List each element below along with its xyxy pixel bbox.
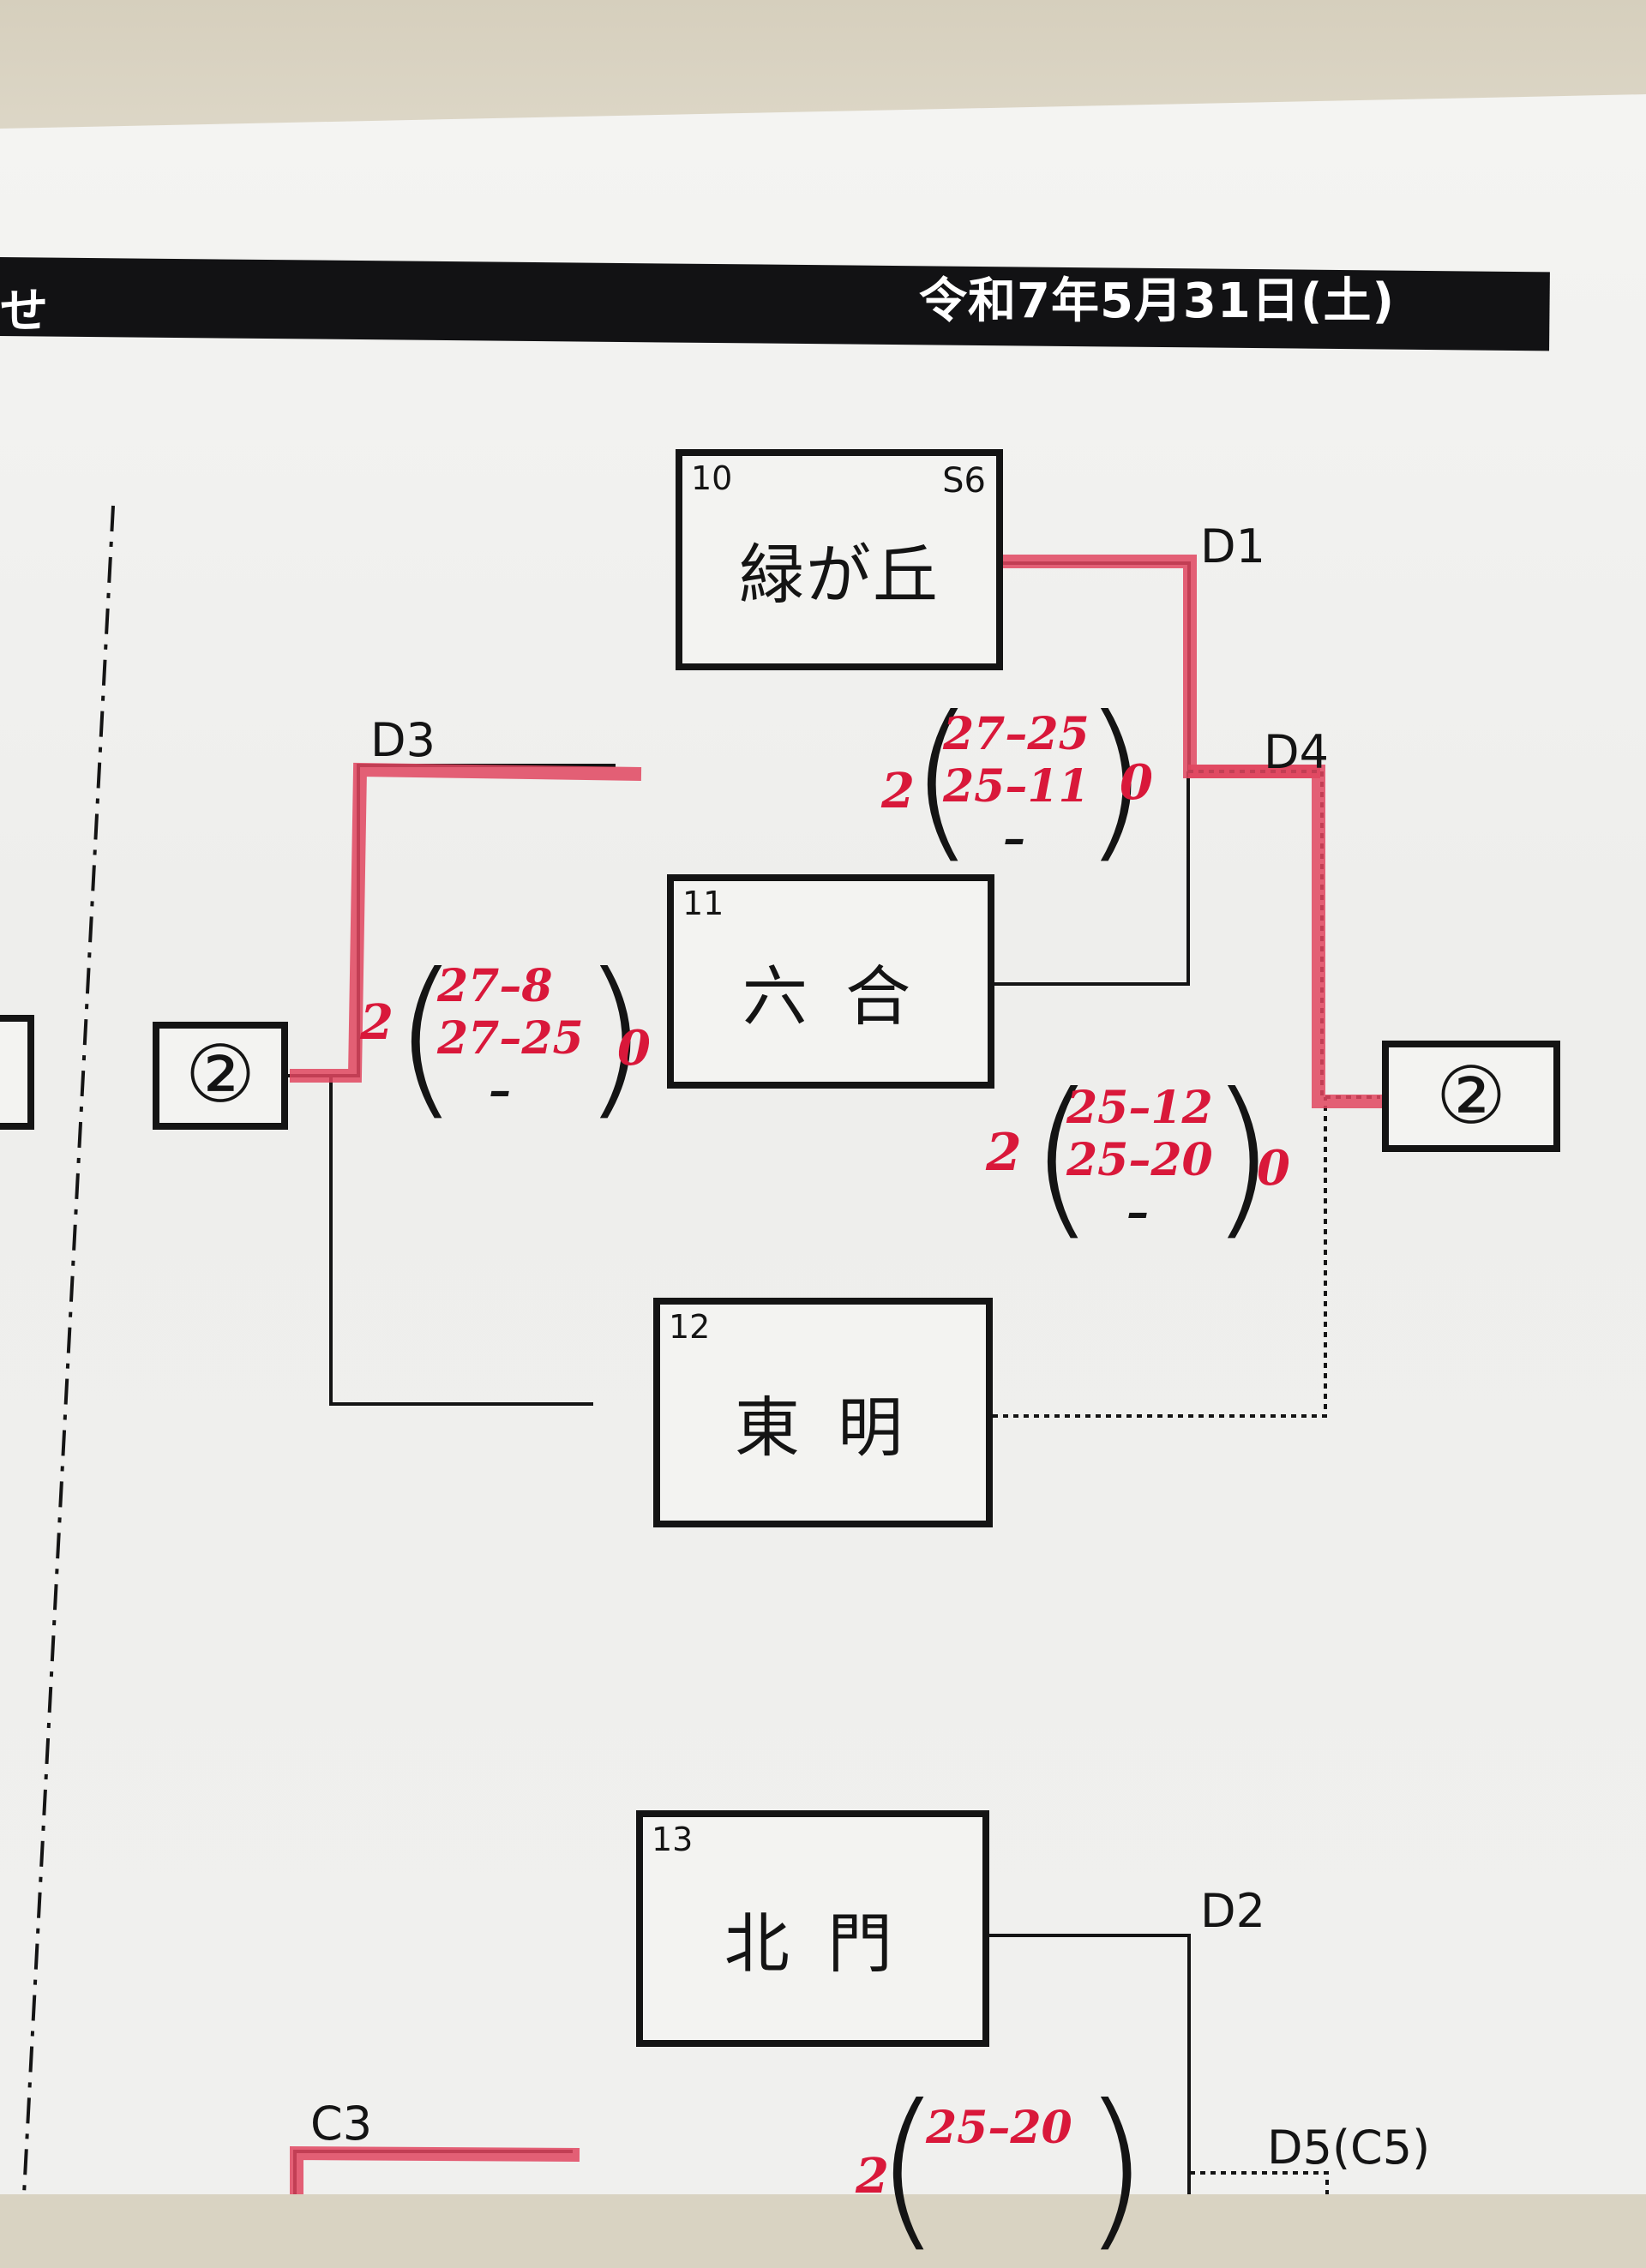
match-label-d3: D3	[370, 713, 436, 767]
d4-set1: 25–12	[1066, 1082, 1213, 1134]
d4-line-bottom	[993, 1097, 1327, 1418]
team-box-10: 10 S6 緑が丘	[676, 449, 1003, 670]
team-name: 緑が丘	[739, 537, 940, 613]
team-name: 東 明	[734, 1389, 912, 1466]
seed-box-right: ②	[1382, 1041, 1560, 1152]
d5-set1: 25–20	[926, 2102, 1072, 2154]
d4-paren-right: )	[1209, 1057, 1277, 1257]
team-number: 12	[669, 1308, 711, 1346]
team-number: 10	[691, 459, 733, 497]
d2-line	[986, 1934, 1191, 2194]
team-number: 11	[682, 885, 724, 922]
match-label-d1: D1	[1200, 519, 1265, 573]
c3-winner-marker	[290, 2145, 580, 2194]
d3-sets-lost: 0	[617, 1020, 651, 1077]
d5-line	[1190, 2171, 1329, 2194]
left-divider-line	[22, 505, 115, 2194]
d4-winner-marker	[1188, 765, 1393, 1108]
d3-paren-left: (	[393, 937, 460, 1137]
d4-sets-lost: 0	[1257, 1140, 1290, 1197]
d1-paren-left: (	[909, 680, 976, 879]
team-code: S6	[942, 461, 986, 501]
team-box-11: 11 六 合	[667, 874, 994, 1089]
d4-set2: 25–20	[1066, 1134, 1213, 1186]
team-name: 北 門	[724, 1905, 902, 1982]
d1-set2: 25–11	[943, 760, 1090, 813]
d3-winner-marker	[290, 762, 642, 1083]
d4-paren-left: (	[1029, 1057, 1096, 1257]
d3-set2: 27–25	[437, 1012, 584, 1065]
d5-sets-won: 2	[856, 2148, 889, 2205]
d1-line-bottom	[994, 771, 1190, 986]
match-label-d4: D4	[1264, 725, 1329, 779]
d1-score-block: 27–25 25–11 –	[943, 708, 1090, 865]
team-box-13: 13 北 門	[636, 1810, 989, 2047]
seed-right: ②	[1435, 1050, 1507, 1142]
d4-sets-won: 2	[986, 1123, 1022, 1183]
header-date: 令和7年5月31日(土)	[919, 273, 1396, 329]
d3-set3: –	[489, 1065, 511, 1117]
d3-set1: 27–8	[437, 960, 553, 1012]
d3-score-block: 27–8 27–25 –	[437, 960, 584, 1117]
seed-left: ②	[184, 1029, 256, 1120]
team-name: 六 合	[742, 958, 920, 1035]
d1-paren-right: )	[1082, 680, 1150, 879]
d1-sets-won: 2	[881, 763, 915, 819]
team-number: 13	[652, 1821, 694, 1858]
header-left-text: せ	[0, 284, 48, 339]
left-partial-box	[0, 1015, 34, 1130]
d4-score-block: 25–12 25–20 –	[1066, 1082, 1213, 1239]
d5-paren-right: )	[1082, 2068, 1150, 2268]
match-label-d2: D2	[1200, 1884, 1265, 1938]
match-label-d5: D5(C5)	[1267, 2121, 1431, 2175]
seed-box-left: ②	[153, 1022, 288, 1130]
match-label-c3: C3	[310, 2097, 373, 2151]
d3-paren-right: )	[581, 937, 649, 1137]
d4-set3: –	[1126, 1186, 1149, 1239]
d5-score-block: 25–20	[926, 2102, 1072, 2154]
d4-line	[1188, 770, 1380, 1099]
d1-set1: 27–25	[943, 708, 1090, 760]
d3-line-bottom	[329, 1076, 593, 1406]
bracket-lines	[0, 505, 1393, 2194]
d1-set3: –	[1003, 813, 1025, 865]
d1-sets-lost: 0	[1120, 754, 1153, 811]
team-box-12: 12 東 明	[653, 1298, 993, 1527]
d3-sets-won: 2	[360, 994, 393, 1051]
